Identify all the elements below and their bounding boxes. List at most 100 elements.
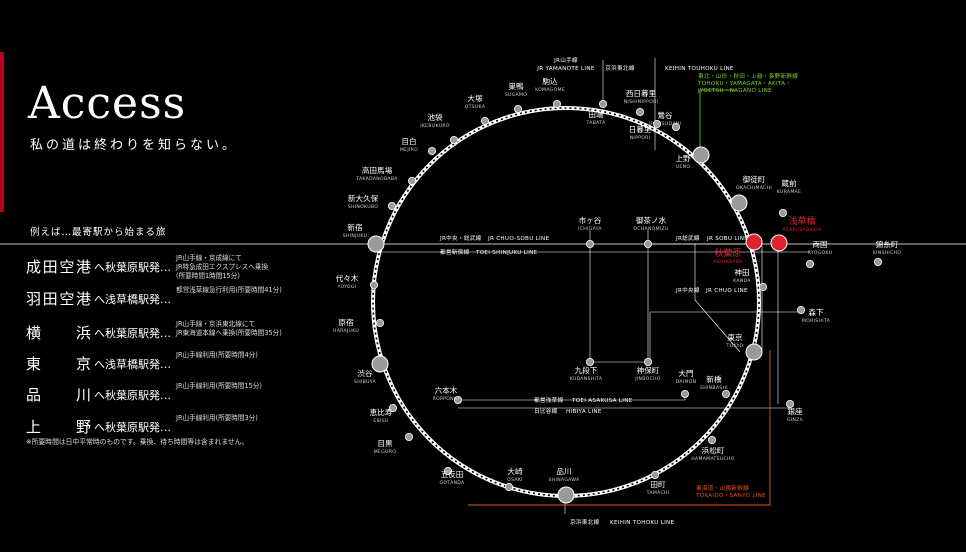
station-marker-shinbashi bbox=[722, 389, 731, 398]
station-name-jp: 西日暮里 bbox=[626, 88, 657, 98]
station-name-jp: 銀座 bbox=[787, 406, 803, 416]
accent-bar bbox=[0, 52, 4, 212]
station-name-jp: 田町 bbox=[650, 480, 666, 489]
station-name-jp: 渋谷 bbox=[357, 368, 373, 378]
station-name-en: GINZA bbox=[787, 417, 804, 423]
line-label-keihin-bottom: 京浜東北線 bbox=[570, 518, 600, 526]
station-name-jp: 新橋 bbox=[706, 374, 722, 384]
station-marker-nippori bbox=[653, 120, 662, 129]
station-name-jp: 蔵前 bbox=[781, 178, 797, 188]
station-marker-takadanobaba bbox=[407, 176, 416, 185]
station-name-jp: 目黒 bbox=[377, 439, 393, 448]
station-marker-okachimachi bbox=[730, 194, 748, 212]
station-name-jp: 浅草橋 bbox=[788, 215, 815, 227]
station-name-en: OKACHIMACHI bbox=[736, 185, 772, 191]
yamanote-ring-dash bbox=[372, 107, 760, 497]
station-name-en: NIPPORI bbox=[630, 135, 651, 141]
station-name-en: IKEBUKURO bbox=[420, 123, 450, 129]
station-name-jp: 高田馬場 bbox=[362, 165, 393, 175]
station-marker-ebisu bbox=[388, 403, 397, 412]
station-marker-shinokubo bbox=[387, 201, 396, 210]
station-marker-hamamatsucho bbox=[708, 435, 717, 444]
station-name-jp: 恵比寿 bbox=[370, 407, 393, 417]
route-via: へ秋葉原駅発… bbox=[94, 261, 171, 274]
station-name-en: UENO bbox=[676, 164, 691, 170]
station-name-en: OCHANOMIZU bbox=[633, 226, 668, 232]
station-name-jp: 目白 bbox=[401, 136, 416, 146]
station-marker-roppongi bbox=[453, 395, 462, 404]
station-name-en: RYOGOKU bbox=[808, 250, 833, 256]
station-marker-ochanomizu bbox=[644, 239, 653, 248]
station-marker-asakusabashi bbox=[770, 234, 788, 252]
chuo-line-track bbox=[648, 243, 763, 350]
line-label-chuo: JR CHUO LINE bbox=[705, 288, 748, 294]
station-name-jp: 両国 bbox=[812, 240, 827, 249]
route-item: 羽田空港へ浅草橋駅発…都営浅草線急行利用(所要時間41分) bbox=[26, 286, 336, 308]
line-label-sobu: JR総武線 bbox=[675, 234, 700, 242]
station-name-en: OTSUKA bbox=[465, 104, 486, 110]
station-name-jp: 日暮里 bbox=[629, 124, 652, 134]
station-marker-ueno bbox=[692, 146, 710, 164]
station-marker-kudanshita bbox=[586, 357, 595, 366]
station-name-jp: 田端 bbox=[588, 109, 604, 119]
station-name-jp: 大門 bbox=[678, 368, 693, 378]
station-name-jp: 御茶ノ水 bbox=[636, 215, 667, 225]
line-label-chuo: JR中央線 bbox=[675, 286, 700, 294]
line-label-sobu: JR SOBU LINE bbox=[706, 236, 748, 242]
station-marker-shibuya bbox=[371, 355, 389, 373]
station-name-en: HARAJUKU bbox=[333, 328, 359, 334]
line-label-hibiya: 日比谷線 bbox=[534, 407, 558, 415]
station-name-jp: 市ヶ谷 bbox=[579, 215, 602, 225]
station-name-en: MEJIRO bbox=[400, 147, 418, 153]
station-name-en: MORISHITA bbox=[802, 318, 831, 324]
station-name-jp: 代々木 bbox=[336, 273, 359, 283]
line-label-shinjuku: TOEI SHINJUKU LINE bbox=[475, 250, 538, 256]
station-name-en: SHIBUYA bbox=[354, 379, 376, 385]
kudanshita-link bbox=[590, 312, 651, 363]
station-name-en: KOMAGOME bbox=[535, 87, 565, 93]
station-marker-shinjuku bbox=[367, 235, 385, 253]
station-name-jp: 巣鴨 bbox=[508, 81, 524, 91]
station-name-en: OSAKI bbox=[507, 477, 523, 483]
station-name-en: SHINAGAWA bbox=[549, 477, 580, 483]
station-marker-mejiro bbox=[427, 146, 436, 155]
station-name-en: MEGURO bbox=[374, 449, 396, 455]
station-name-jp: 浜松町 bbox=[702, 445, 725, 455]
station-name-en: TAKADANOBABA bbox=[355, 176, 398, 182]
route-origin: 上 野 bbox=[26, 418, 92, 436]
route-origin: 東 京 bbox=[26, 355, 92, 373]
page-subtitle: 私の道は終わりを知らない。 bbox=[30, 138, 239, 153]
yamanote-ring bbox=[371, 106, 761, 498]
station-marker-tokyo bbox=[745, 343, 763, 361]
station-name-en: NISHINIPPORI bbox=[624, 99, 659, 105]
station-name-en: EBISU bbox=[373, 418, 388, 424]
line-label-keihin-bottom: KEIHIN TOHOKU LINE bbox=[610, 520, 675, 526]
station-name-en: YOYOGI bbox=[337, 284, 357, 290]
route-note: 都営浅草線急行利用(所要時間41分) bbox=[176, 286, 282, 294]
route-item: 上 野へ秋葉原駅発… JR山手線利用(所要時間3分) bbox=[26, 414, 336, 436]
station-name-en: TAMACHI bbox=[646, 490, 670, 496]
route-via: へ秋葉原駅発… bbox=[94, 421, 171, 434]
route-note: JR山手線利用(所要時間3分) bbox=[176, 414, 258, 422]
station-name-en: ASAKUSABASHI bbox=[782, 227, 821, 233]
